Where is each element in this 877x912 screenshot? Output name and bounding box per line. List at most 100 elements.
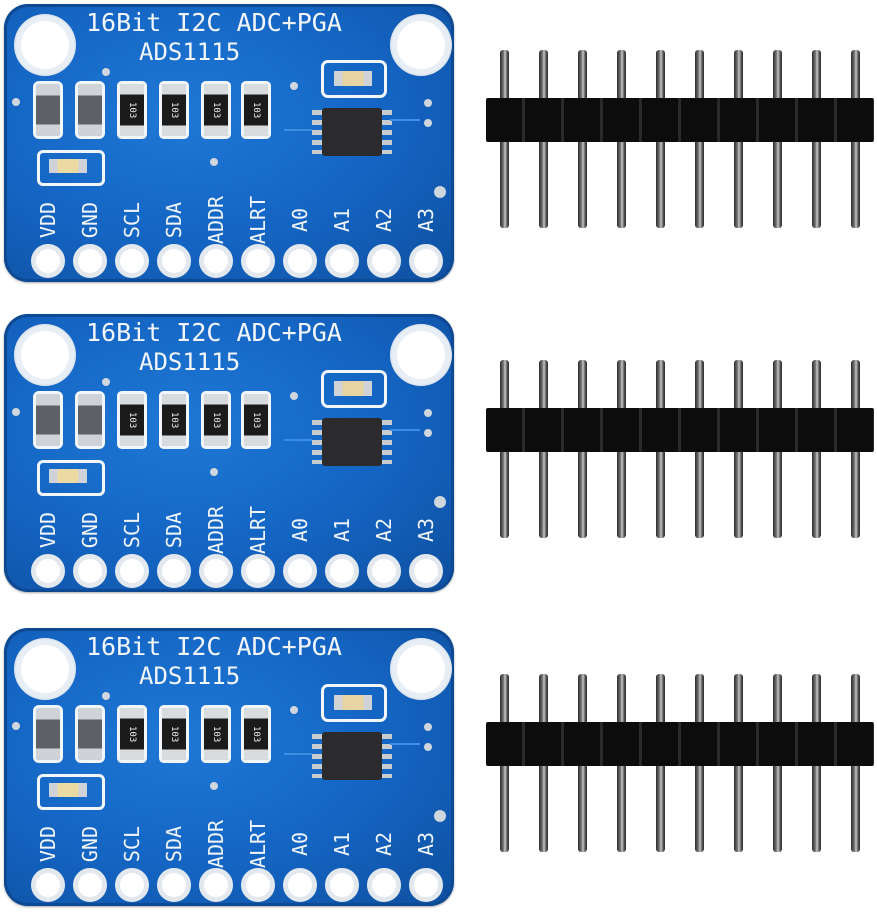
pin-pad-icon bbox=[115, 554, 149, 588]
pin-pad-icon bbox=[325, 554, 359, 588]
header-plastic-body bbox=[486, 98, 874, 142]
pin-label: GND bbox=[78, 511, 102, 549]
resistor-icon: 103 bbox=[204, 84, 228, 136]
module-kit-1: 16Bit I2C ADC+PGA ADS1115 103 103 103 10… bbox=[0, 0, 877, 288]
resistor-icon: 103 bbox=[244, 84, 268, 136]
pin-pad-icon bbox=[199, 244, 233, 278]
pin-label: ADDR bbox=[204, 195, 229, 245]
mounting-hole-icon bbox=[392, 16, 450, 74]
pin-pad-icon bbox=[157, 244, 191, 278]
capacitor-icon bbox=[78, 84, 102, 136]
pin-label: ALRT bbox=[246, 505, 271, 555]
pin-label: A1 bbox=[330, 831, 354, 857]
pin-pad-icon bbox=[283, 554, 317, 588]
adc-chip-icon bbox=[322, 732, 382, 780]
resistor-marking: 103 bbox=[127, 101, 137, 119]
pin-label: SDA bbox=[162, 511, 186, 549]
pin-label: A2 bbox=[372, 207, 396, 233]
via-icon bbox=[290, 706, 298, 714]
resistor-icon: 103 bbox=[204, 708, 228, 760]
resistor-marking: 103 bbox=[251, 101, 261, 119]
resistor-marking: 103 bbox=[169, 411, 179, 429]
resistor-icon: 103 bbox=[244, 708, 268, 760]
pin-pad-icon bbox=[199, 554, 233, 588]
mounting-hole-icon bbox=[16, 326, 74, 384]
pin-label: A3 bbox=[414, 207, 438, 233]
capacitor-icon bbox=[36, 84, 60, 136]
led-component-icon bbox=[321, 684, 387, 722]
pin-header-strip bbox=[486, 360, 876, 540]
board-part-number: ADS1115 bbox=[139, 348, 241, 376]
pin-pad-icon bbox=[325, 868, 359, 902]
pin-label: ADDR bbox=[204, 505, 229, 555]
resistor-marking: 103 bbox=[211, 725, 221, 743]
led-component-icon bbox=[37, 150, 105, 186]
resistor-marking: 103 bbox=[211, 101, 221, 119]
resistor-marking: 103 bbox=[251, 411, 261, 429]
mounting-hole-icon bbox=[16, 16, 74, 74]
board-title: 16Bit I2C ADC+PGA bbox=[86, 8, 342, 37]
pin-pad-icon bbox=[115, 244, 149, 278]
pin-pad-icon bbox=[241, 554, 275, 588]
resistor-icon: 103 bbox=[244, 394, 268, 446]
ads1115-board: 16Bit I2C ADC+PGA ADS1115 103 103 103 10… bbox=[4, 628, 454, 906]
mounting-hole-icon bbox=[16, 640, 74, 698]
pin-label: SCL bbox=[120, 511, 144, 549]
via-icon bbox=[434, 496, 446, 508]
via-icon bbox=[424, 743, 432, 751]
pin-pad-icon bbox=[31, 868, 65, 902]
pin-pad-icon bbox=[31, 554, 65, 588]
pin-label: A0 bbox=[288, 207, 312, 233]
pin-pad-icon bbox=[115, 868, 149, 902]
adc-chip-icon bbox=[322, 418, 382, 466]
pin-label: A3 bbox=[414, 517, 438, 543]
capacitor-icon bbox=[78, 394, 102, 446]
pin-header-strip bbox=[486, 674, 876, 854]
resistor-icon: 103 bbox=[120, 84, 144, 136]
board-title: 16Bit I2C ADC+PGA bbox=[86, 318, 342, 347]
pin-label: A0 bbox=[288, 831, 312, 857]
resistor-marking: 103 bbox=[127, 411, 137, 429]
via-icon bbox=[12, 98, 20, 106]
via-icon bbox=[424, 99, 432, 107]
pin-header-strip bbox=[486, 50, 876, 230]
via-icon bbox=[12, 722, 20, 730]
mounting-hole-icon bbox=[392, 640, 450, 698]
via-icon bbox=[434, 186, 446, 198]
via-icon bbox=[290, 392, 298, 400]
via-icon bbox=[290, 82, 298, 90]
pin-pad-icon bbox=[367, 868, 401, 902]
via-icon bbox=[102, 68, 110, 76]
via-icon bbox=[210, 782, 218, 790]
mounting-hole-icon bbox=[392, 326, 450, 384]
pin-pad-icon bbox=[367, 554, 401, 588]
pin-label: SCL bbox=[120, 825, 144, 863]
pin-label: ADDR bbox=[204, 819, 229, 869]
pin-label: SCL bbox=[120, 201, 144, 239]
pin-label: VDD bbox=[36, 201, 60, 239]
pin-pad-icon bbox=[409, 244, 443, 278]
adc-chip-icon bbox=[322, 108, 382, 156]
pin-pad-icon bbox=[283, 244, 317, 278]
resistor-icon: 103 bbox=[120, 708, 144, 760]
pin-pad-icon bbox=[73, 244, 107, 278]
pin-label: GND bbox=[78, 201, 102, 239]
header-plastic-body bbox=[486, 722, 874, 766]
pin-pad-icon bbox=[367, 244, 401, 278]
resistor-icon: 103 bbox=[162, 708, 186, 760]
via-icon bbox=[424, 409, 432, 417]
pin-label: GND bbox=[78, 825, 102, 863]
resistor-icon: 103 bbox=[162, 394, 186, 446]
led-component-icon bbox=[37, 460, 105, 496]
resistor-marking: 103 bbox=[169, 725, 179, 743]
resistor-marking: 103 bbox=[211, 411, 221, 429]
pin-pad-icon bbox=[241, 868, 275, 902]
pin-label: SDA bbox=[162, 201, 186, 239]
pin-pad-icon bbox=[325, 244, 359, 278]
ads1115-board: 16Bit I2C ADC+PGA ADS1115 103 103 103 10… bbox=[4, 4, 454, 282]
resistor-icon: 103 bbox=[162, 84, 186, 136]
pin-label: VDD bbox=[36, 825, 60, 863]
pin-pad-icon bbox=[157, 868, 191, 902]
pin-label: VDD bbox=[36, 511, 60, 549]
pin-pad-icon bbox=[73, 868, 107, 902]
